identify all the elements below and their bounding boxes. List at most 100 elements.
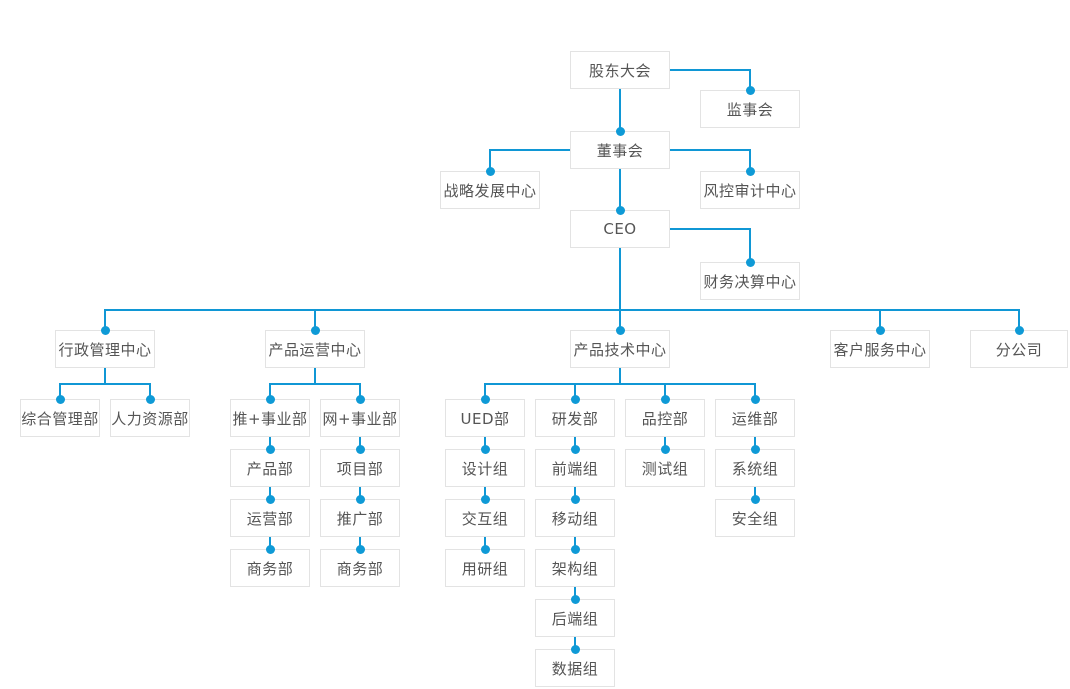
- connector-line: [574, 537, 576, 549]
- connector-line: [359, 487, 361, 499]
- org-node-user-research-group: 用研组: [445, 549, 525, 587]
- connector-line: [269, 437, 271, 449]
- connector-line: [359, 437, 361, 449]
- connector-line: [619, 368, 621, 384]
- connector-dot: [355, 394, 365, 404]
- connector-line: [489, 149, 571, 151]
- connector-dot: [570, 394, 580, 404]
- connector-line: [749, 150, 751, 171]
- connector-line: [484, 487, 486, 499]
- connector-dot: [570, 494, 580, 504]
- connector-line: [749, 70, 751, 90]
- connector-dot: [660, 444, 670, 454]
- connector-line: [484, 537, 486, 549]
- connector-line: [489, 150, 491, 171]
- connector-line: [754, 437, 756, 449]
- connector-line: [269, 384, 271, 399]
- connector-line: [664, 437, 666, 449]
- org-node-design-group: 设计组: [445, 449, 525, 487]
- org-node-tui-business-dept: 推+事业部: [230, 399, 310, 437]
- connector-line: [359, 384, 361, 399]
- org-node-business-dept-1: 商务部: [230, 549, 310, 587]
- connector-line: [669, 149, 751, 151]
- connector-line: [574, 637, 576, 649]
- org-node-supervisory-board: 监事会: [700, 90, 800, 128]
- org-node-ued-dept: UED部: [445, 399, 525, 437]
- connector-dot: [480, 394, 490, 404]
- org-node-qc-dept: 品控部: [625, 399, 705, 437]
- org-node-general-affairs-dept: 综合管理部: [20, 399, 100, 437]
- connector-line: [104, 310, 106, 330]
- org-node-ops-dept: 运维部: [715, 399, 795, 437]
- connector-line: [484, 437, 486, 449]
- connector-line: [149, 384, 151, 399]
- connector-dot: [145, 394, 155, 404]
- connector-dot: [745, 85, 755, 95]
- connector-dot: [750, 394, 760, 404]
- org-node-strategy-center: 战略发展中心: [440, 171, 540, 209]
- connector-dot: [615, 126, 625, 136]
- org-node-interaction-group: 交互组: [445, 499, 525, 537]
- org-node-customer-service-center: 客户服务中心: [830, 330, 930, 368]
- connector-line: [1018, 310, 1020, 330]
- connector-line: [59, 383, 151, 385]
- org-node-risk-audit-center: 风控审计中心: [700, 171, 800, 209]
- connector-dot: [660, 394, 670, 404]
- connector-line: [754, 487, 756, 499]
- connector-line: [484, 384, 486, 399]
- connector-line: [104, 309, 1020, 311]
- connector-line: [314, 310, 316, 330]
- org-node-product-tech-center: 产品技术中心: [570, 330, 670, 368]
- connector-line: [619, 310, 621, 330]
- connector-dot: [570, 444, 580, 454]
- connector-line: [269, 537, 271, 549]
- connector-line: [879, 310, 881, 330]
- connector-dot: [355, 544, 365, 554]
- connector-line: [314, 368, 316, 384]
- connector-line: [574, 487, 576, 499]
- connector-dot: [310, 325, 320, 335]
- connector-line: [669, 69, 751, 71]
- connector-dot: [570, 594, 580, 604]
- connector-line: [749, 229, 751, 262]
- org-node-wang-business-dept: 网+事业部: [320, 399, 400, 437]
- connector-line: [574, 437, 576, 449]
- connector-dot: [570, 644, 580, 654]
- connector-line: [669, 228, 751, 230]
- connector-line: [664, 384, 666, 399]
- org-node-shareholders-meeting: 股东大会: [570, 51, 670, 89]
- connector-dot: [875, 325, 885, 335]
- connector-dot: [480, 494, 490, 504]
- org-node-mobile-group: 移动组: [535, 499, 615, 537]
- connector-dot: [570, 544, 580, 554]
- org-node-promotion-dept: 推广部: [320, 499, 400, 537]
- org-node-architecture-group: 架构组: [535, 549, 615, 587]
- connector-line: [484, 383, 756, 385]
- connector-line: [59, 384, 61, 399]
- connector-dot: [265, 544, 275, 554]
- org-node-system-group: 系统组: [715, 449, 795, 487]
- connector-dot: [745, 257, 755, 267]
- org-node-backend-group: 后端组: [535, 599, 615, 637]
- org-node-rnd-dept: 研发部: [535, 399, 615, 437]
- connector-line: [619, 89, 621, 131]
- connector-dot: [745, 166, 755, 176]
- connector-dot: [100, 325, 110, 335]
- org-node-data-group: 数据组: [535, 649, 615, 687]
- connector-line: [104, 368, 106, 384]
- connector-line: [574, 587, 576, 599]
- connector-dot: [355, 494, 365, 504]
- connector-line: [619, 169, 621, 210]
- connector-dot: [265, 494, 275, 504]
- org-node-project-dept: 项目部: [320, 449, 400, 487]
- connector-dot: [265, 444, 275, 454]
- org-node-testing-group: 测试组: [625, 449, 705, 487]
- org-node-board-of-directors: 董事会: [570, 131, 670, 169]
- org-node-finance-center: 财务决算中心: [700, 262, 800, 300]
- org-node-operation-dept: 运营部: [230, 499, 310, 537]
- org-node-product-dept: 产品部: [230, 449, 310, 487]
- org-node-admin-center: 行政管理中心: [55, 330, 155, 368]
- connector-line: [269, 383, 361, 385]
- org-node-frontend-group: 前端组: [535, 449, 615, 487]
